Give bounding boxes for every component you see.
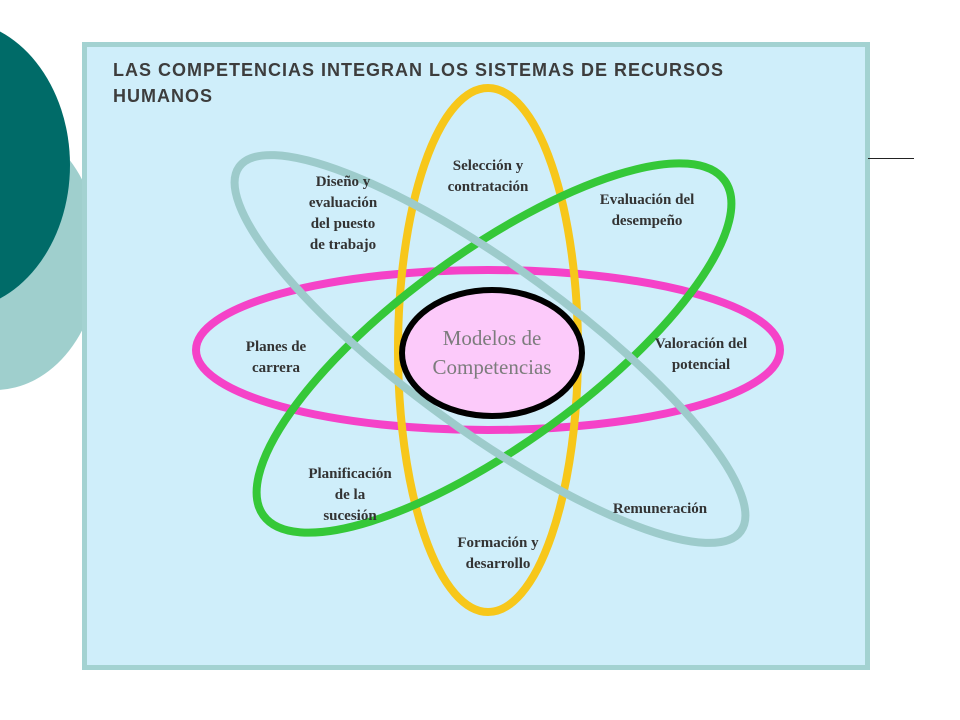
teal-orbit-ellipse — [230, 151, 750, 547]
label-planes-de-carrera: Planes de carrera — [245, 339, 307, 376]
label-remuneracion: Remuneración — [612, 501, 708, 517]
magenta-orbit-ellipse — [192, 266, 784, 434]
diagram-panel — [82, 42, 870, 670]
label-evaluacion-del-desempeno: Evaluación del desempeño — [599, 192, 695, 229]
center-ellipse — [399, 287, 585, 419]
label-formacion-y-desarrollo: Formación y desarrollo — [457, 535, 539, 572]
label-seleccion-y-contratacion: Selección y contratación — [447, 158, 529, 195]
decorative-line — [868, 158, 914, 159]
label-diseno-y-evaluacion-del-puesto: Diseño y evaluación del puesto de trabaj… — [308, 174, 378, 253]
label-planificacion-de-la-sucesion: Planificación de la sucesión — [308, 466, 392, 524]
green-orbit-ellipse — [252, 159, 736, 537]
label-valoracion-del-potencial: Valoración del potencial — [654, 336, 748, 373]
center-label-modelos-de-competencias: Modelos de Competencias — [432, 326, 552, 379]
slide-title: LAS COMPETENCIAS INTEGRAN LOS SISTEMAS D… — [113, 60, 725, 106]
